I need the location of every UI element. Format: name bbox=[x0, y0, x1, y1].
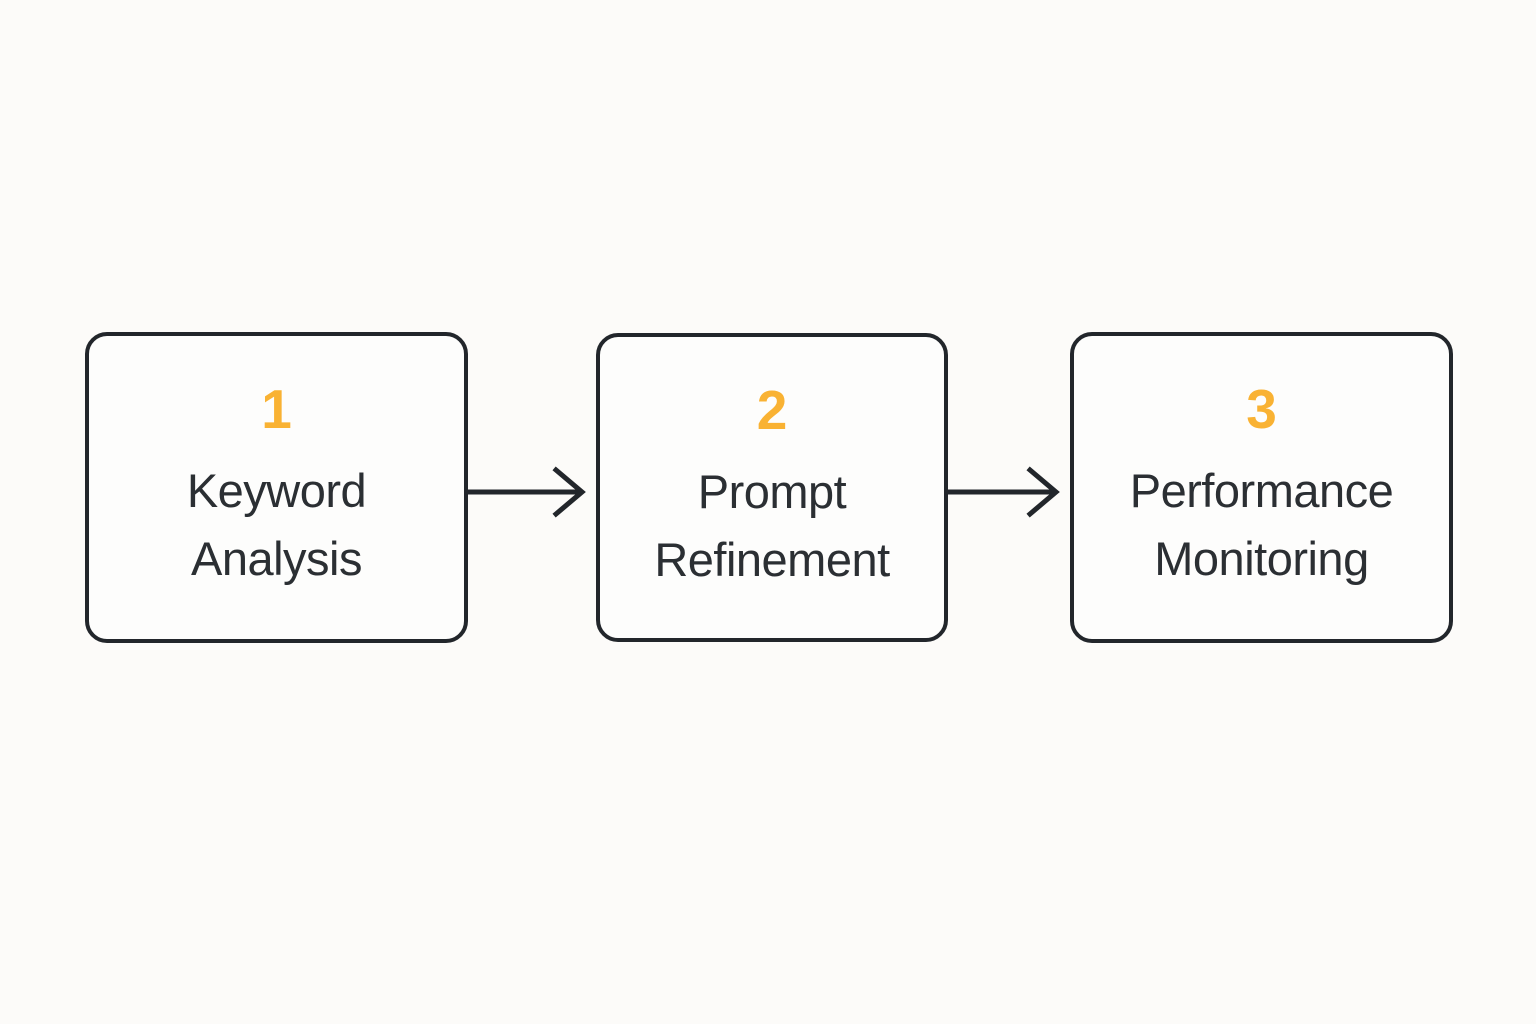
step-label-2: Prompt Refinement bbox=[654, 458, 890, 594]
step-number-2: 2 bbox=[756, 379, 788, 441]
step-label-1-line-2: Analysis bbox=[190, 532, 363, 585]
step-label-3: Performance Monitoring bbox=[1130, 457, 1394, 593]
step-label-3-line-2: Monitoring bbox=[1154, 532, 1369, 585]
connector-arrow-2-to-3 bbox=[944, 462, 1074, 522]
step-label-1: Keyword Analysis bbox=[186, 457, 367, 593]
step-number-3: 3 bbox=[1246, 378, 1277, 440]
step-box-2[interactable]: 2 Prompt Refinement bbox=[596, 333, 948, 642]
step-label-3-line-1: Performance bbox=[1129, 464, 1394, 517]
arrow-right-icon bbox=[946, 466, 1060, 518]
step-label-1-line-1: Keyword bbox=[186, 464, 367, 517]
arrow-right-icon bbox=[466, 466, 586, 518]
step-box-3[interactable]: 3 Performance Monitoring bbox=[1070, 332, 1453, 643]
connector-arrow-1-to-2 bbox=[464, 462, 600, 522]
step-number-1: 1 bbox=[261, 378, 292, 440]
step-box-1[interactable]: 1 Keyword Analysis bbox=[85, 332, 468, 643]
step-label-2-line-1: Prompt bbox=[697, 465, 847, 518]
step-label-2-line-2: Refinement bbox=[654, 533, 890, 586]
